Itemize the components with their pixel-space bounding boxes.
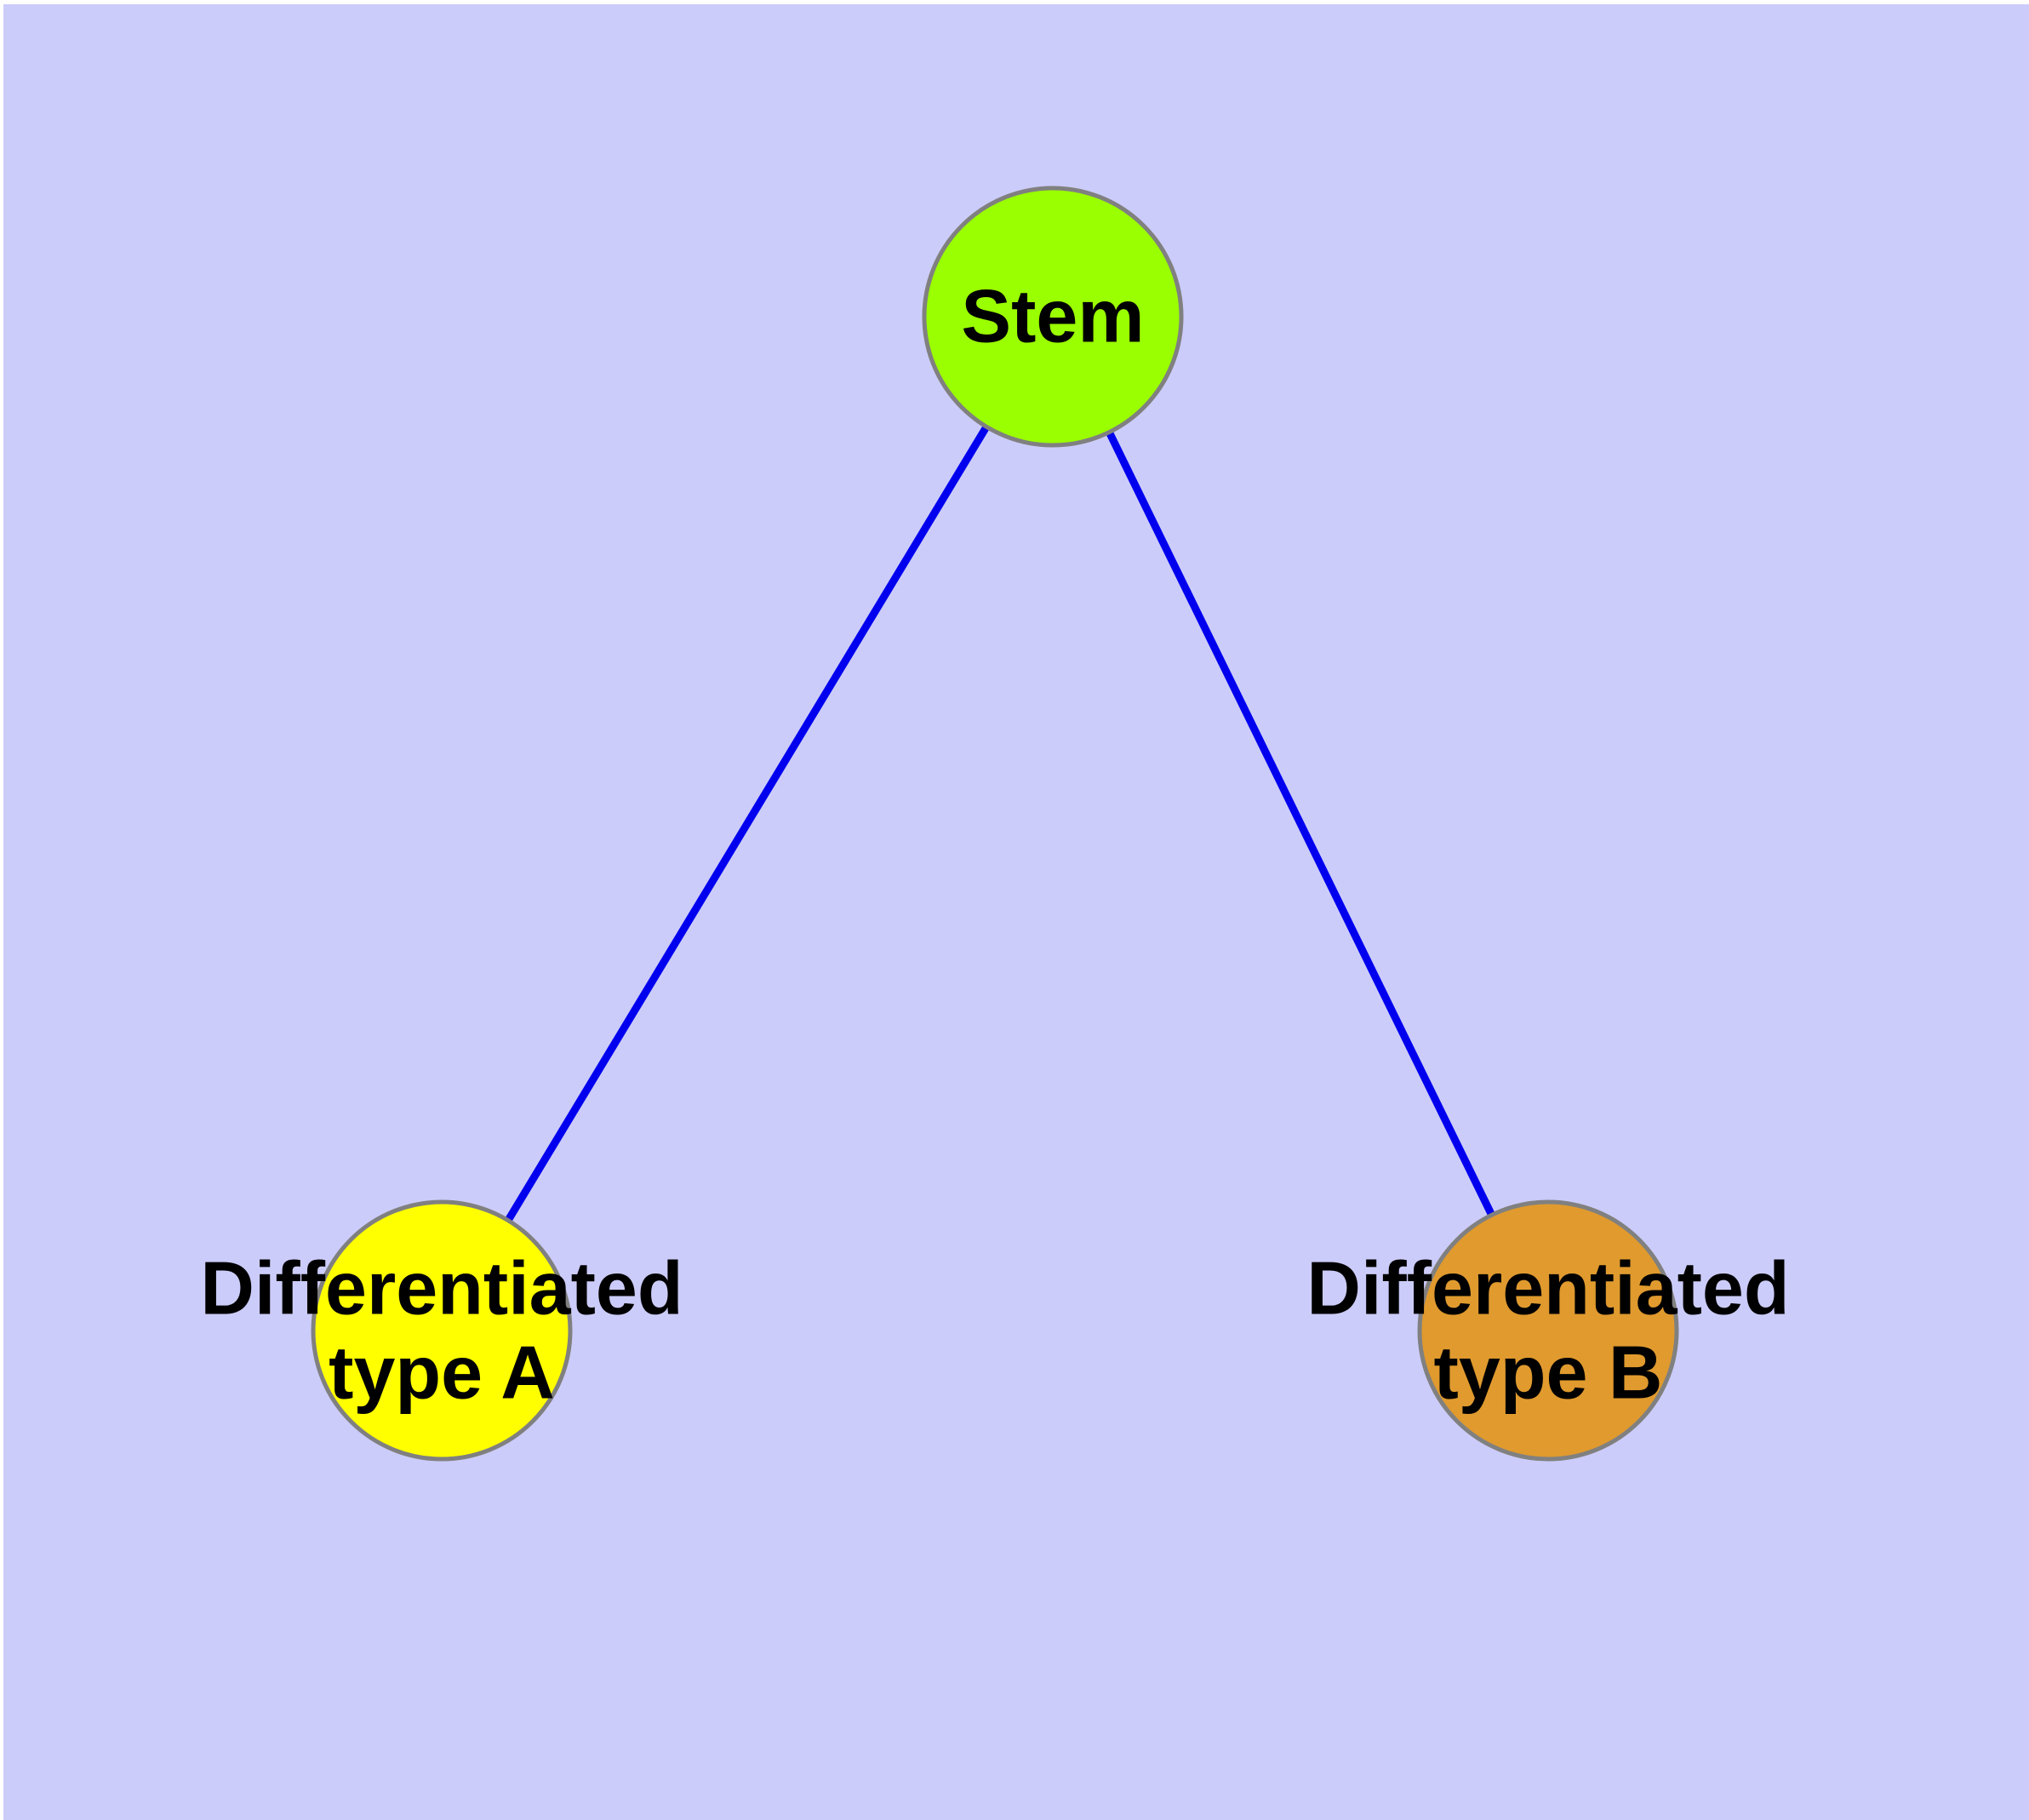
edge-layer bbox=[438, 314, 1552, 1333]
edge-stem-diff-b[interactable] bbox=[1049, 315, 1552, 1332]
edge-stem-diff-a[interactable] bbox=[438, 314, 1056, 1333]
node-stem[interactable] bbox=[922, 186, 1184, 448]
node-diff_a[interactable] bbox=[311, 1199, 573, 1462]
node-layer bbox=[311, 186, 1679, 1462]
node-diff_b[interactable] bbox=[1417, 1199, 1679, 1462]
